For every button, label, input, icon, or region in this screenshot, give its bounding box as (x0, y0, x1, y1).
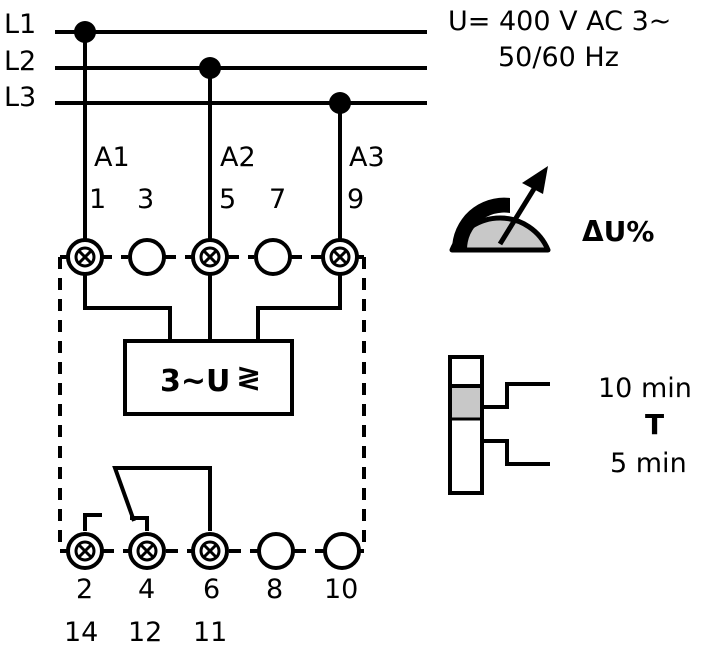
terminal-10 (323, 532, 361, 570)
time-selector-switch-icon (448, 355, 550, 495)
timing-parameter: T (645, 408, 664, 441)
label-l1: L1 (4, 9, 36, 40)
terminal-number-4: 4 (138, 574, 155, 605)
terminal-number-8: 8 (266, 574, 283, 605)
terminal-number-6: 6 (203, 574, 220, 605)
timing-option-low: 5 min (610, 448, 687, 479)
label-l2: L2 (4, 46, 36, 77)
terminal-number-5: 5 (219, 184, 236, 215)
terminal-alt-number-12: 12 (128, 617, 162, 648)
phase-label-a3: A3 (349, 142, 385, 173)
over-under-symbol: ≷ (236, 360, 261, 395)
supply-lines: L1 L2 L3 (4, 9, 427, 113)
monitor-block: 3~U ≷ (123, 339, 294, 416)
phase-label-a2: A2 (220, 142, 256, 173)
terminal-9 (321, 238, 359, 276)
terminal-5 (191, 238, 229, 276)
terminal-4 (128, 532, 166, 570)
wire-a3-to-block (256, 274, 342, 341)
terminal-number-3: 3 (137, 184, 154, 215)
gauge-label: ΔU% (582, 215, 654, 248)
contact-14-stub (83, 513, 102, 531)
terminal-number-1: 1 (89, 184, 106, 215)
label-l3: L3 (4, 82, 36, 113)
selector-lead-high (484, 382, 550, 409)
timing-option-high: 10 min (598, 373, 692, 404)
terminal-3 (128, 238, 166, 276)
relay-contact (83, 466, 212, 531)
terminal-2 (66, 532, 104, 570)
supply-voltage: U= 400 V AC 3~ (448, 6, 671, 37)
terminal-1 (66, 238, 104, 276)
terminal-number-10: 10 (324, 574, 358, 605)
contact-12-stub (130, 516, 149, 531)
terminal-alt-number-11: 11 (193, 617, 227, 648)
phase-label-a1: A1 (94, 142, 130, 173)
terminal-6 (191, 532, 229, 570)
monitor-block-label: 3~U (160, 364, 230, 399)
supply-frequency: 50/60 Hz (498, 42, 619, 73)
terminal-number-9: 9 (347, 184, 364, 215)
terminal-number-2: 2 (76, 574, 93, 605)
wire-a1-to-block (83, 274, 172, 341)
device-housing (58, 255, 366, 553)
terminal-number-7: 7 (269, 184, 286, 215)
terminal-alt-number-14: 14 (64, 617, 98, 648)
adjustable-meter-icon (449, 166, 551, 253)
selector-lead-low (484, 439, 550, 466)
terminal-7 (254, 238, 292, 276)
contact-switch-arm (112, 466, 212, 531)
terminal-8 (257, 532, 295, 570)
